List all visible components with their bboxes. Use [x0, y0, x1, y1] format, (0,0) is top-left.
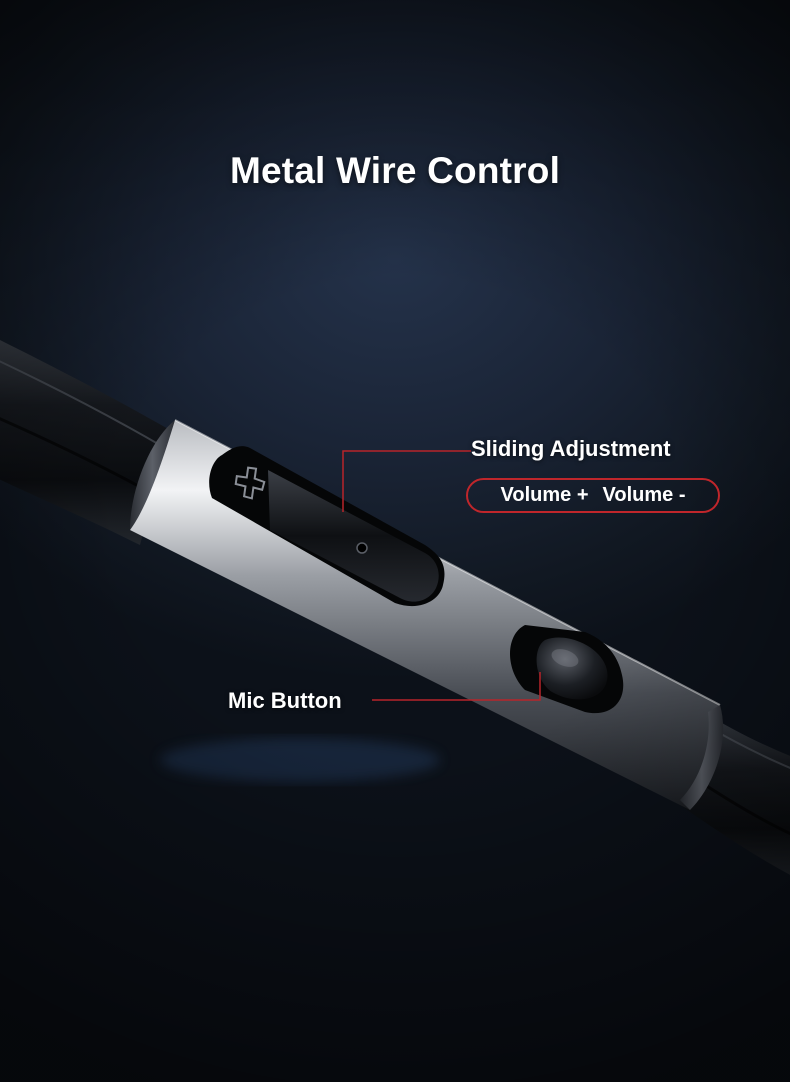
- volume-down-label: Volume -: [602, 484, 686, 506]
- volume-up-label: Volume +: [500, 484, 589, 506]
- page-title: Metal Wire Control: [229, 150, 561, 191]
- reflection-glow: [160, 738, 440, 782]
- mic-button-label: Mic Button: [228, 688, 342, 713]
- mic-hole-icon: [356, 542, 368, 554]
- sliding-adjustment-label: Sliding Adjustment: [471, 436, 671, 461]
- volume-callout: Volume + Volume -: [466, 478, 720, 513]
